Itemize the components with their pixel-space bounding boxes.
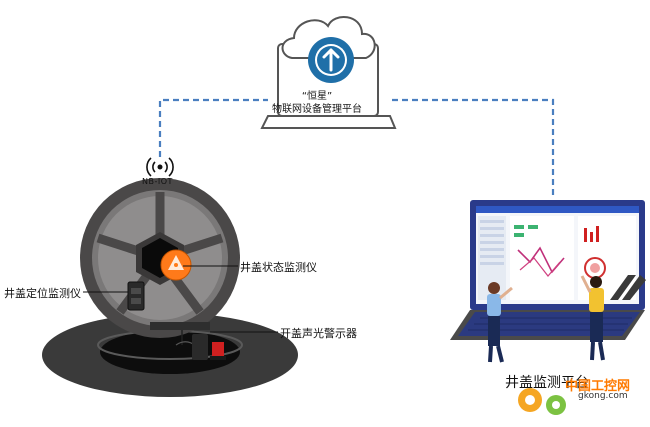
manhole-cover <box>80 178 240 338</box>
dashed-connections <box>158 98 555 195</box>
watermark-gear-icon <box>518 388 566 415</box>
monitoring-platform-caption: 井盖监测平台 <box>505 375 589 391</box>
upload-icon <box>308 37 354 83</box>
signal-icon <box>146 157 174 177</box>
person-right <box>580 275 605 361</box>
cloud-brand-text: “恒星” <box>301 91 333 102</box>
position-monitor-device <box>127 281 145 311</box>
watermark-name: 中国工控网 <box>565 379 631 394</box>
person-left <box>487 282 513 363</box>
nbiot-label: NB-IOT <box>142 177 173 186</box>
alarm-device <box>175 330 226 360</box>
link-cloud-to-laptop <box>392 98 555 195</box>
cover-hinge <box>150 322 210 330</box>
status-monitor-label: 井盖状态监测仪 <box>240 261 317 274</box>
position-monitor-label: 井盖定位监测仪 <box>4 287 81 300</box>
status-monitor-device <box>160 249 192 281</box>
callout-lines <box>83 265 278 333</box>
cloud-platform-title: 物联网设备管理平台 <box>272 104 362 115</box>
alarm-label: 开盖声光警示器 <box>280 327 357 340</box>
laptop <box>450 200 646 340</box>
watermark-url: gkong.com <box>578 391 628 401</box>
